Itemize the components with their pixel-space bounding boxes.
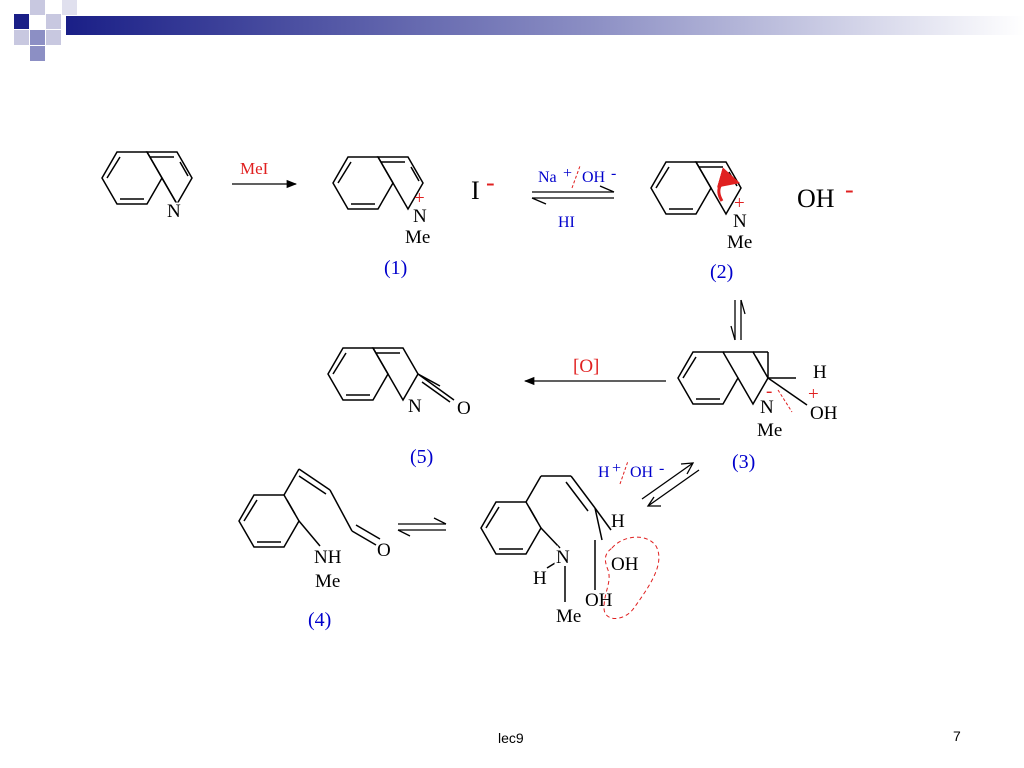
- diol-n-label: N: [556, 547, 570, 568]
- compound-1-plus: +: [414, 188, 425, 209]
- diol-ch-label: H: [611, 511, 625, 532]
- diol-oh-bottom-label: OH: [585, 590, 613, 611]
- slide-footer-text: lec9: [498, 730, 524, 746]
- compound-2-n-label: N: [733, 211, 747, 232]
- reagent-naoh: Na + OH -: [538, 165, 616, 189]
- svg-text:OH: OH: [582, 169, 606, 186]
- compound-number-5: (5): [410, 446, 433, 468]
- compound-1-me-label: Me: [405, 227, 430, 248]
- compound-4-structure: [238, 468, 381, 548]
- compound-3-me-label: Me: [757, 420, 782, 441]
- reagent-h-oh: H + OH -: [598, 460, 664, 485]
- svg-text:+: +: [563, 165, 572, 182]
- svg-text:-: -: [611, 165, 616, 182]
- compound-2-me-label: Me: [727, 232, 752, 253]
- header-gradient-bar: [66, 16, 1024, 35]
- header-square: [62, 0, 77, 15]
- svg-text:Na: Na: [538, 169, 557, 186]
- slide-header-decoration: [14, 0, 1024, 61]
- equilibrium-arrows-4-6: [397, 517, 447, 537]
- compound-number-4: (4): [308, 609, 331, 631]
- counterion-iodide: I: [471, 176, 480, 205]
- compound-2-structure: [650, 161, 742, 216]
- compound-1-structure: [332, 156, 424, 211]
- compound-3-n-label: N: [760, 397, 774, 418]
- compound-4-nh-label: NH: [314, 547, 342, 568]
- svg-text:+: +: [612, 460, 621, 477]
- svg-text:H: H: [598, 464, 610, 481]
- compound-5-n-label: N: [408, 396, 422, 417]
- diol-oh-top-label: OH: [611, 554, 639, 575]
- counterion-hydroxide: OH: [797, 184, 835, 213]
- compound-number-2: (2): [710, 261, 733, 283]
- header-square: [30, 46, 45, 61]
- compound-3-oh-label: OH: [810, 403, 838, 424]
- compound-number-1: (1): [384, 257, 407, 279]
- header-square: [30, 30, 45, 45]
- compound-4-me-label: Me: [315, 571, 340, 592]
- compound-number-3: (3): [732, 451, 755, 473]
- header-square: [14, 14, 29, 29]
- reagent-oxidant: [O]: [573, 356, 599, 377]
- diol-highlight-loop: [603, 536, 660, 619]
- compound-5-structure: [327, 347, 441, 402]
- header-square: [46, 14, 61, 29]
- diol-intermediate-structure: [480, 475, 612, 602]
- compound-5-carbonyl: [417, 373, 455, 403]
- header-square: [30, 0, 45, 15]
- svg-text:OH: OH: [630, 464, 654, 481]
- compound-1-n-label: N: [413, 206, 427, 227]
- equilibrium-arrows-2-3: [730, 299, 746, 341]
- reagent-mei: MeI: [240, 159, 269, 178]
- compound-5-o-label: O: [457, 398, 471, 419]
- slide-page-number: 7: [953, 728, 961, 744]
- curved-electron-arrow: [716, 167, 741, 202]
- counterion-hydroxide-charge: -: [845, 175, 854, 204]
- compound-3-minus: -: [766, 381, 772, 402]
- compound-3-structure: [677, 351, 808, 406]
- quinoline-structure: [101, 151, 193, 206]
- compound-3-bond-cleavage-mark: [777, 389, 793, 413]
- svg-text:-: -: [659, 460, 664, 477]
- equilibrium-arrows-1-2: [531, 185, 615, 205]
- reagent-hi: HI: [558, 214, 575, 231]
- diol-nh-label: H: [533, 568, 547, 589]
- quinoline-n-label: N: [167, 201, 181, 222]
- counterion-iodide-charge: -: [486, 168, 495, 197]
- diol-me-label: Me: [556, 606, 581, 627]
- header-square: [14, 30, 29, 45]
- compound-2-plus: +: [734, 193, 745, 214]
- compound-3-plus: +: [808, 384, 819, 405]
- compound-4-o-label: O: [377, 540, 391, 561]
- equilibrium-arrows-3-6: [641, 462, 700, 507]
- compound-3-h-label: H: [813, 362, 827, 383]
- header-square: [46, 30, 61, 45]
